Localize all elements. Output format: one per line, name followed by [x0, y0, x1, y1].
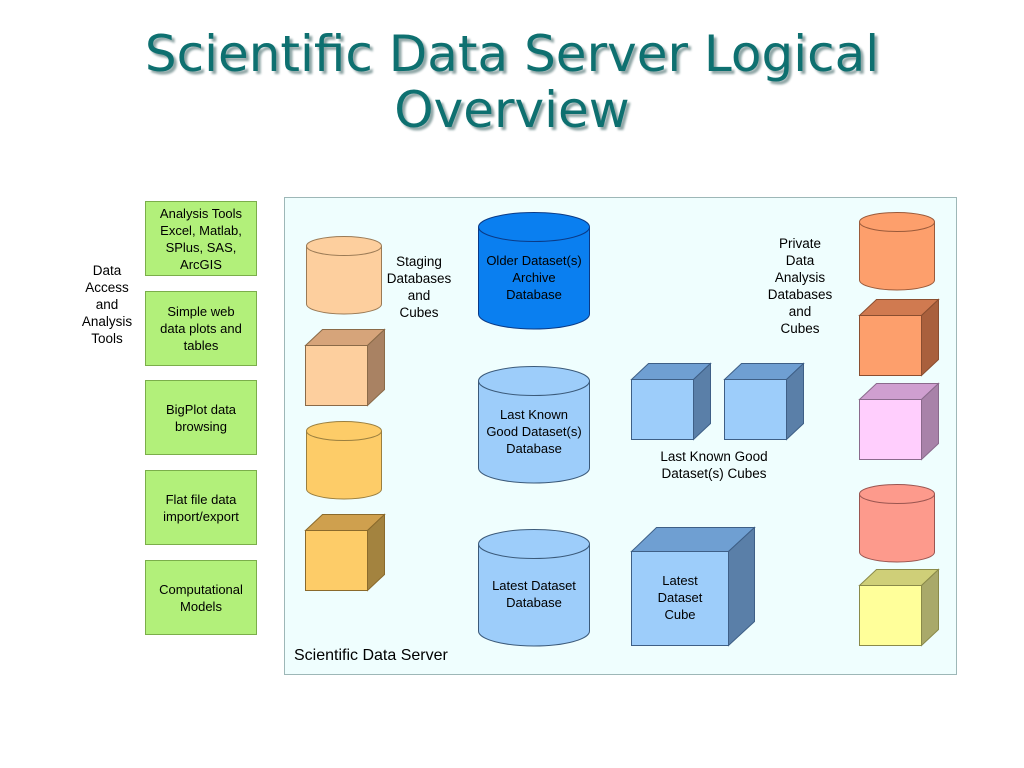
cube-front: [631, 551, 729, 646]
cube-front: [631, 379, 694, 440]
cube-front: [859, 399, 922, 460]
cylinder-body: [478, 227, 590, 330]
cylinder-top: [478, 366, 590, 396]
cylinder-top: [859, 212, 935, 232]
cylinder-body: [478, 381, 590, 484]
cylinder-body: [306, 246, 382, 315]
last-known-good-cube-1: [630, 362, 712, 441]
cylinder-body: [478, 544, 590, 647]
latest-dataset-database: [478, 529, 590, 647]
private-database-orange: [859, 212, 935, 291]
cylinder-top: [859, 484, 935, 504]
cylinder-top: [478, 529, 590, 559]
tool-analysis-tools[interactable]: Analysis Tools Excel, Matlab, SPlus, SAS…: [145, 201, 257, 276]
page-title: Scientific Data Server Logical Overview: [144, 25, 880, 139]
latest-dataset-cube-label: Latest Dataset Cube: [657, 572, 703, 622]
cylinder-body: [306, 431, 382, 500]
cylinder-top: [306, 236, 382, 256]
latest-dataset-cube: [630, 526, 756, 647]
private-database-salmon: [859, 484, 935, 563]
private-label: Private Data Analysis Databases and Cube…: [767, 236, 833, 336]
cube-front: [859, 585, 922, 646]
scientific-data-server-panel: [284, 197, 957, 675]
tool-simple-web-plots[interactable]: Simple web data plots and tables: [145, 291, 257, 366]
older-archive-database-label: Older Dataset(s) Archive Database: [486, 252, 582, 302]
staging-cube-orange: [304, 513, 386, 592]
cube-front: [859, 315, 922, 376]
data-access-label: Data Access and Analysis Tools: [81, 263, 133, 346]
cube-front: [305, 530, 368, 591]
cylinder-top: [478, 212, 590, 242]
staging-database-orange: [306, 421, 382, 500]
last-known-good-database: [478, 366, 590, 484]
private-cube-pink: [858, 382, 940, 461]
tool-flat-file[interactable]: Flat file data import/export: [145, 470, 257, 545]
last-known-good-cube-2: [723, 362, 805, 441]
latest-dataset-database-label: Latest Dataset Database: [492, 578, 576, 610]
private-cube-orange: [858, 298, 940, 377]
private-cube-yellow: [858, 568, 940, 647]
tool-computational-models[interactable]: Computational Models: [145, 560, 257, 635]
cylinder-body: [859, 494, 935, 563]
cylinder-body: [859, 222, 935, 291]
staging-database-peach: [306, 236, 382, 315]
cube-front: [305, 345, 368, 406]
older-archive-database: [478, 212, 590, 330]
last-known-good-database-label: Last Known Good Dataset(s) Database: [486, 406, 582, 456]
staging-cube-peach: [304, 328, 386, 407]
cylinder-top: [306, 421, 382, 441]
cube-front: [724, 379, 787, 440]
tool-bigplot[interactable]: BigPlot data browsing: [145, 380, 257, 455]
staging-label: Staging Databases and Cubes: [386, 254, 452, 320]
scientific-data-server-label: Scientific Data Server: [294, 647, 448, 664]
last-known-good-cubes-label: Last Known Good Dataset(s) Cubes: [660, 449, 768, 481]
